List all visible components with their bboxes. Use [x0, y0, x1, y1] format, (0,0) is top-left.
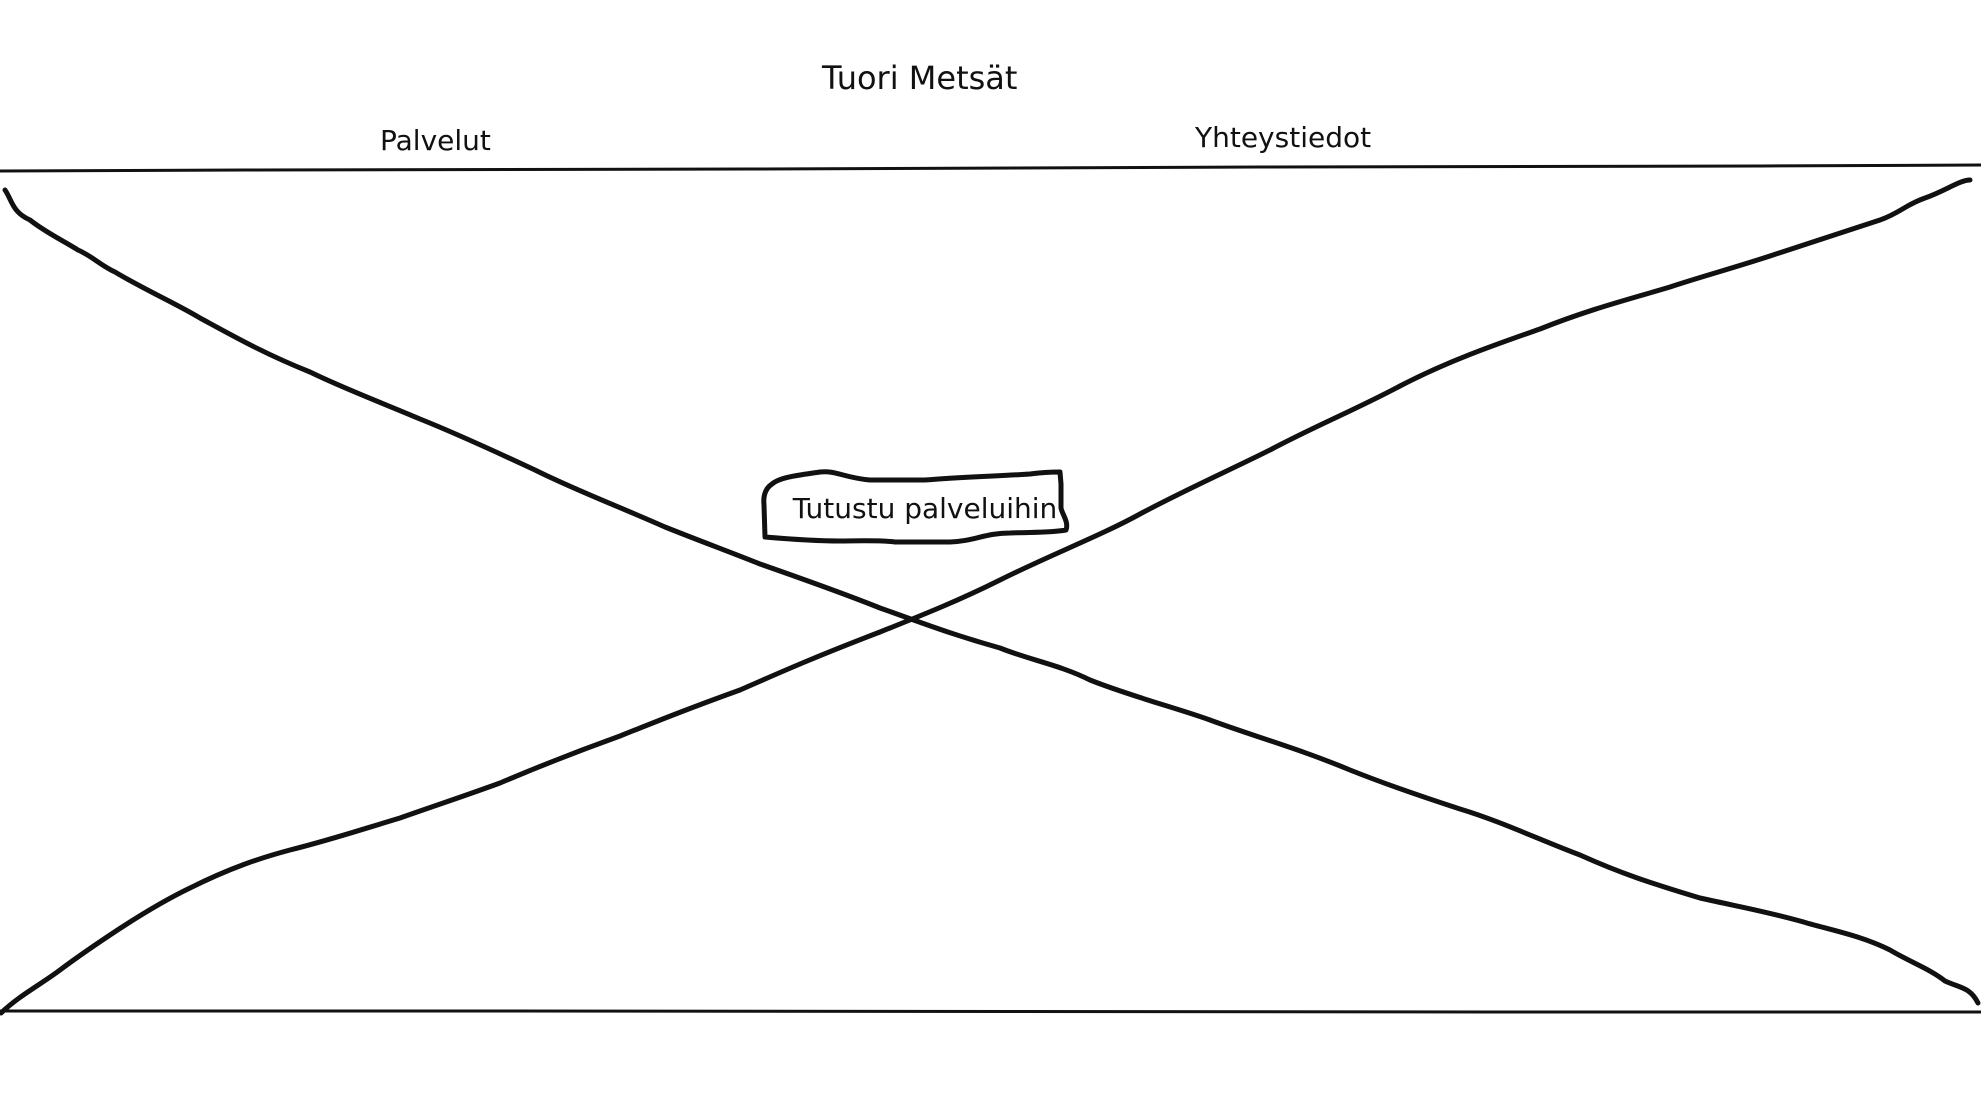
explore-services-button[interactable]: Tutustu palveluihin	[760, 469, 1090, 548]
hero-bottom-line	[0, 1009, 1981, 1014]
nav-link-palvelut[interactable]: Palvelut	[380, 124, 491, 157]
header-divider-line	[0, 163, 1981, 173]
nav-link-yhteystiedot[interactable]: Yhteystiedot	[1195, 121, 1372, 154]
placeholder-diagonal-up	[0, 177, 1973, 1016]
button-sketch-outline	[761, 469, 1070, 545]
site-title: Tuori Metsät	[822, 59, 1018, 97]
explore-services-label: Tutustu palveluihin	[792, 492, 1058, 525]
placeholder-diagonal-down	[2, 187, 1981, 1006]
image-placeholder-cross	[0, 177, 1981, 1016]
